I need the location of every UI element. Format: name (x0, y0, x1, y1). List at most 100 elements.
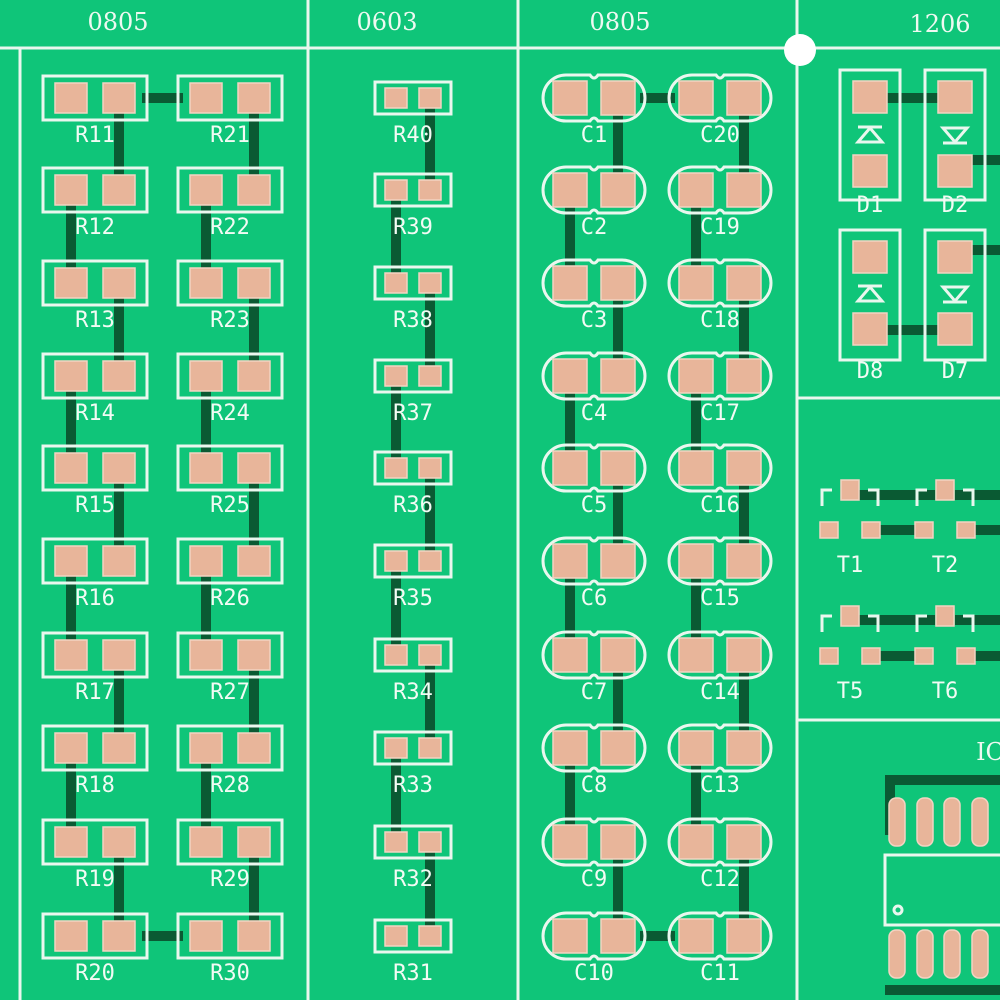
diode-0-symbol (854, 125, 886, 144)
section-header: 0805 (87, 8, 148, 36)
resistors_col2-2-outline (176, 259, 284, 307)
capacitors_col2-7-pad-right (726, 730, 762, 766)
resistors_col2-2-pad-right (237, 267, 271, 299)
resistors_col2-2-pad-left (189, 267, 223, 299)
capacitors_col1-9-outline (541, 911, 647, 961)
capacitors_col2-2-outline (667, 258, 773, 308)
capacitors_col2-5-outline (667, 536, 773, 586)
capacitors_col1-8-label: C9 (581, 867, 608, 892)
transistor-1-pad-top (935, 479, 955, 501)
capacitors_col2-9-label: C11 (700, 961, 740, 986)
resistors_0603-4-outline (373, 450, 453, 486)
capacitors_col2-7-outline (667, 723, 773, 773)
capacitors_col2-6-pad-right (726, 637, 762, 673)
resistors_col1-8-pad-left (54, 826, 88, 858)
resistors_0603-7-label: R33 (393, 773, 433, 798)
resistors_col2-9-pad-left (189, 920, 223, 952)
diode-3-pad-k (937, 312, 973, 346)
resistors_0603-7-pad-left (384, 737, 408, 759)
capacitors_col2-7-label: C13 (700, 773, 740, 798)
capacitors_col2-8-label: C12 (700, 867, 740, 892)
capacitors_col1-6-label: C7 (581, 680, 608, 705)
resistors_col1-4-label: R15 (75, 493, 115, 518)
resistors_col2-6-pad-left (189, 639, 223, 671)
resistors_0603-5-pad-left (384, 550, 408, 572)
capacitors_col1-1-pad-right (600, 172, 636, 208)
transistor-2-pad-top (840, 605, 860, 627)
capacitors_col2-1-pad-left (678, 172, 714, 208)
ic-pin1-dot (892, 904, 904, 916)
resistors_col2-1-pad-left (189, 174, 223, 206)
resistors_0603-9-pad-right (418, 925, 442, 947)
resistors_col1-6-pad-left (54, 639, 88, 671)
capacitors_col2-1-label: C19 (700, 215, 740, 240)
diode-2-pad-a (852, 240, 888, 274)
resistors_col2-7-pad-right (237, 732, 271, 764)
capacitors_col2-0-outline (667, 73, 773, 123)
resistors_col2-8-pad-left (189, 826, 223, 858)
transistor-1-pad-bl (914, 521, 934, 539)
resistors_col2-0-outline (176, 74, 284, 122)
capacitors_col2-8-pad-right (726, 824, 762, 860)
transistor-1-outline (915, 488, 975, 506)
capacitors_col1-5-pad-left (552, 543, 588, 579)
resistors_col2-1-label: R22 (210, 215, 250, 240)
resistors_0603-9-label: R31 (393, 961, 433, 986)
transistor-0-pad-br (861, 521, 881, 539)
resistors_col2-4-pad-left (189, 452, 223, 484)
resistors_col1-3-outline (41, 352, 149, 400)
resistors_0603-8-pad-right (418, 831, 442, 853)
resistors_col1-2-pad-left (54, 267, 88, 299)
capacitors_col1-3-outline (541, 351, 647, 401)
resistors_col2-5-pad-right (237, 545, 271, 577)
resistors_0603-8-outline (373, 824, 453, 860)
resistors_col1-5-pad-right (102, 545, 136, 577)
resistors_0603-8-pad-left (384, 831, 408, 853)
resistors_0603-2-label: R38 (393, 308, 433, 333)
resistors_0603-0-pad-left (384, 87, 408, 109)
capacitors_col1-2-label: C3 (581, 308, 608, 333)
resistors_col1-1-outline (41, 166, 149, 214)
ic-pin-top-1 (916, 797, 934, 847)
capacitors_col1-7-label: C8 (581, 773, 608, 798)
capacitors_col2-4-label: C16 (700, 493, 740, 518)
capacitors_col1-8-pad-right (600, 824, 636, 860)
capacitors_col2-1-pad-right (726, 172, 762, 208)
resistors_col1-0-label: R11 (75, 123, 115, 148)
capacitors_col1-3-label: C4 (581, 401, 608, 426)
resistors_0603-4-pad-right (418, 457, 442, 479)
capacitors_col2-5-label: C15 (700, 586, 740, 611)
resistors_0603-7-pad-right (418, 737, 442, 759)
transistor-3-pad-top (935, 605, 955, 627)
diode-0-pad-k (852, 154, 888, 188)
transistor-2-label: T5 (837, 679, 864, 704)
transistor-0-outline (820, 488, 880, 506)
transistor-2-pad-bl (819, 647, 839, 665)
capacitors_col1-6-pad-left (552, 637, 588, 673)
resistors_col2-1-pad-right (237, 174, 271, 206)
capacitors_col1-2-pad-right (600, 265, 636, 301)
resistors_col2-6-label: R27 (210, 680, 250, 705)
section-header: IC (976, 738, 1000, 766)
resistors_col1-1-label: R12 (75, 215, 115, 240)
resistors_col2-4-pad-right (237, 452, 271, 484)
resistors_col1-9-pad-left (54, 920, 88, 952)
resistors_0603-5-pad-right (418, 550, 442, 572)
resistors_col1-2-pad-right (102, 267, 136, 299)
resistors_col1-6-outline (41, 631, 149, 679)
transistor-3-pad-bl (914, 647, 934, 665)
diode-1-outline (923, 68, 987, 202)
resistors_col2-0-label: R21 (210, 123, 250, 148)
resistors_0603-6-pad-left (384, 644, 408, 666)
capacitors_col2-9-pad-left (678, 918, 714, 954)
capacitors_col2-7-pad-left (678, 730, 714, 766)
capacitors_col1-7-pad-right (600, 730, 636, 766)
resistors_0603-5-label: R35 (393, 586, 433, 611)
resistors_col2-4-outline (176, 444, 284, 492)
resistors_col2-2-label: R23 (210, 308, 250, 333)
resistors_0603-1-pad-right (418, 179, 442, 201)
diode-2-pad-k (852, 312, 888, 346)
resistors_col1-5-label: R16 (75, 586, 115, 611)
